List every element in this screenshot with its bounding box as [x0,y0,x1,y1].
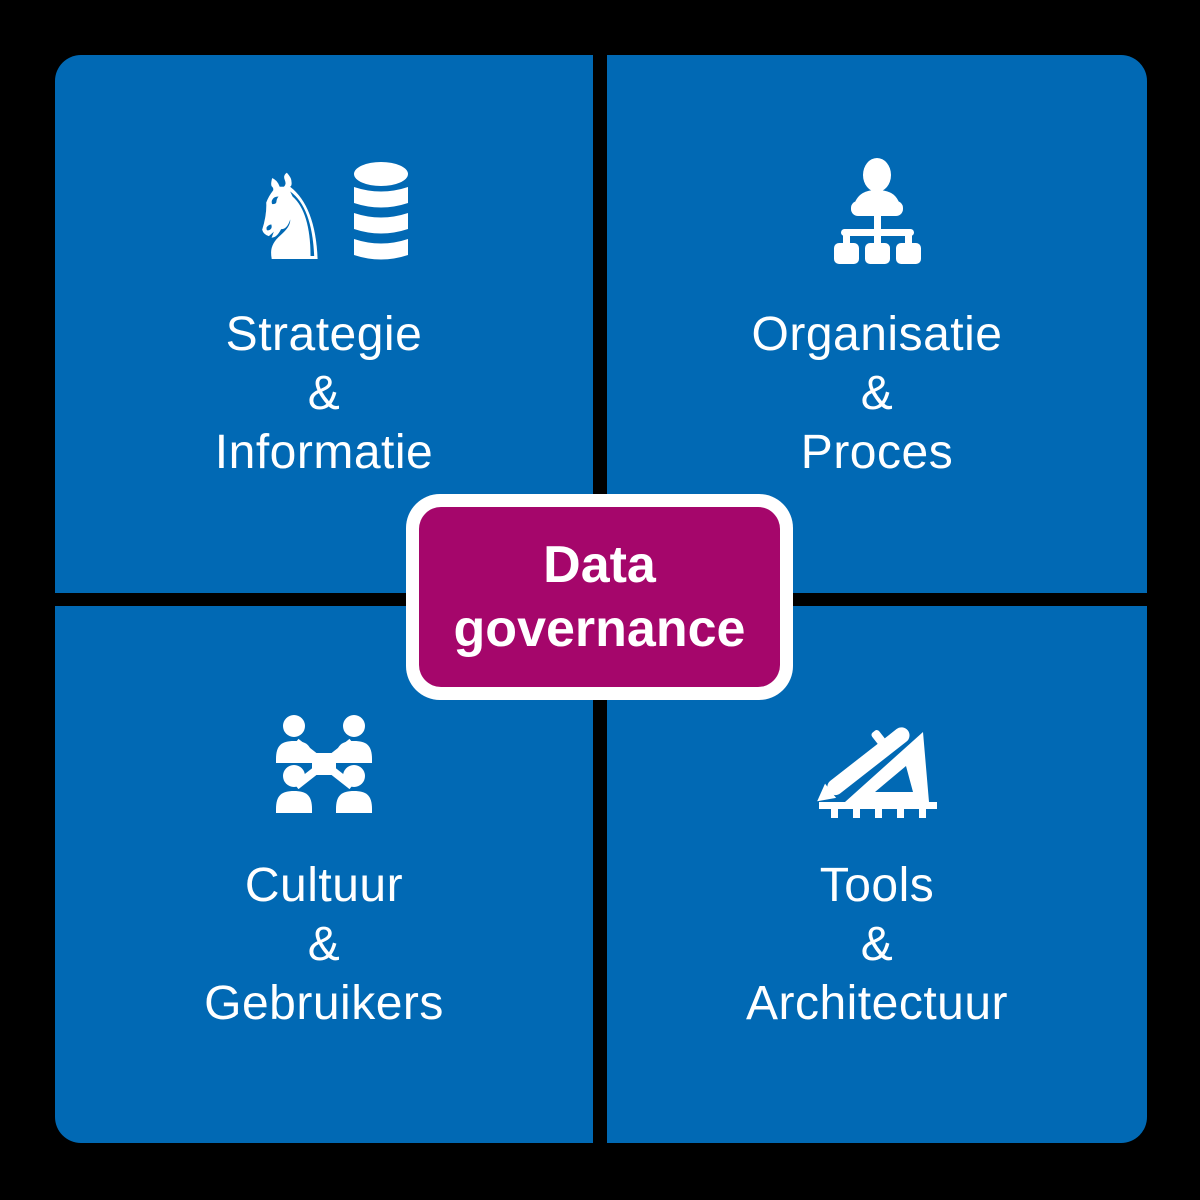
label-line-1: Cultuur [244,859,404,912]
quadrant-label: Cultuur & Gebruikers [204,856,444,1033]
pen-and-ruler-icon [817,727,937,818]
label-ampersand: & [860,918,894,971]
data-governance-label: Data governance [453,536,746,658]
chess-knight-icon: ♞ [246,149,334,287]
label-line-1: Strategie [225,308,423,361]
label-line-2: Informatie [214,426,434,479]
label-line-2: Architectuur [745,977,1009,1030]
label-ampersand: & [860,367,894,420]
quadrant-label: Strategie & Informatie [215,305,433,482]
quadrant-label: Tools & Architectuur [746,856,1008,1033]
data-governance-badge-inner: Data governance [419,507,780,687]
label-line-2: Proces [800,426,954,479]
quadrant-cultuur-gebruikers: Cultuur & Gebruikers [55,606,593,1143]
pen-and-set-square-icon [811,708,943,820]
quadrant-organisatie-proces: Organisatie & Proces [607,55,1147,593]
label-line-2: Gebruikers [204,977,444,1030]
label-line-1: Organisatie [751,308,1003,361]
label-ampersand: & [307,918,341,971]
label-ampersand: & [307,367,341,420]
quadrant-strategie-informatie: ♞ Strategie & Informatie [55,55,593,593]
label-line-1: Tools [819,859,935,912]
people-network-icon [268,708,380,820]
org-chart-icon [834,158,921,264]
chess-knight-and-database-icon: ♞ [237,149,411,287]
database-icon [353,162,408,260]
people-network-icon [276,715,372,813]
person-org-chart-icon [822,157,932,269]
data-governance-badge: Data governance [406,494,793,700]
quadrant-label: Organisatie & Proces [752,305,1003,482]
